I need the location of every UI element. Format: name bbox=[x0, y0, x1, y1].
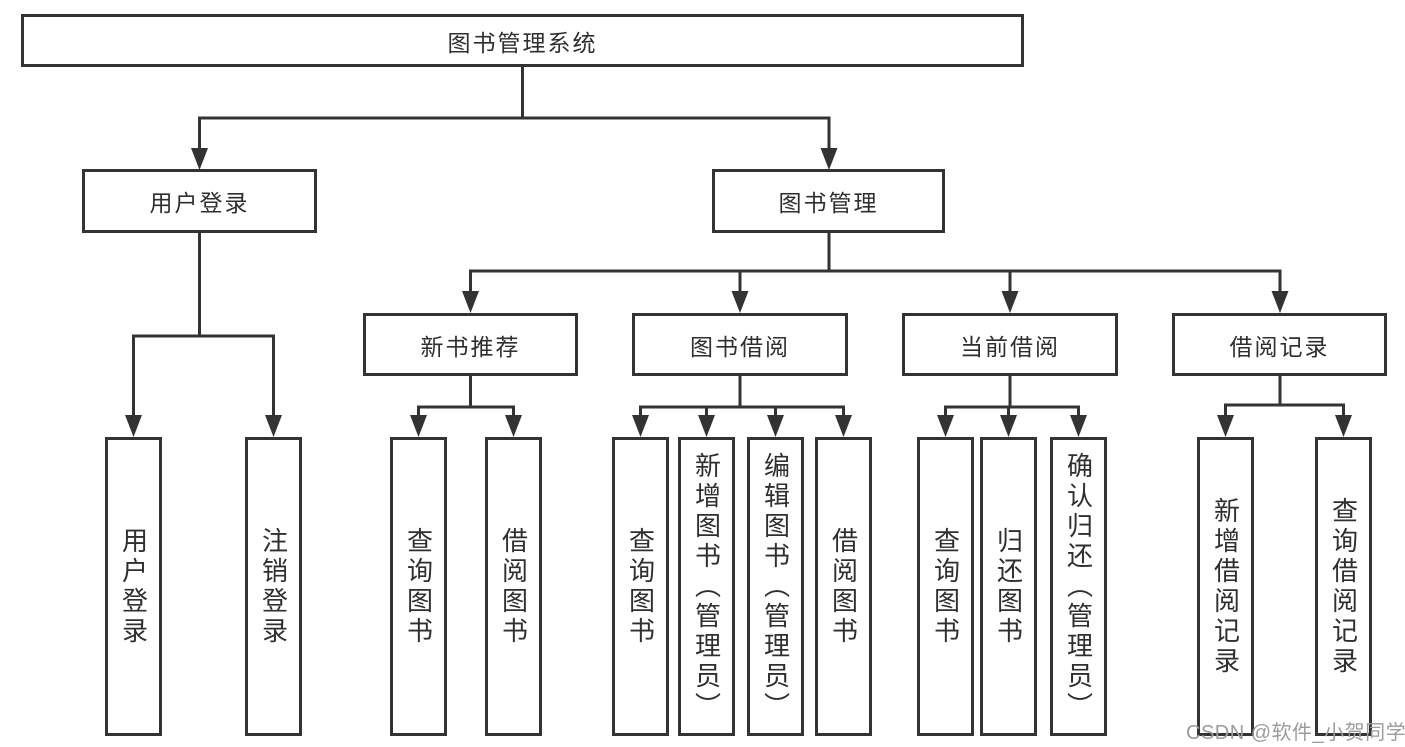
leaf-edit-book-admin: 编辑图书（管理员） bbox=[747, 437, 804, 736]
node-user-login: 用户登录 bbox=[82, 169, 317, 233]
node-current-borrowing: 当前借阅 bbox=[902, 313, 1118, 376]
leaf-add-borrow-record: 新增借阅记录 bbox=[1197, 437, 1254, 736]
node-library-management-system: 图书管理系统 bbox=[21, 14, 1024, 67]
leaf-query-books-2: 查询图书 bbox=[612, 437, 669, 736]
leaf-query-borrow-record: 查询借阅记录 bbox=[1315, 437, 1372, 736]
csdn-watermark: CSDN @软件_小贺同学 bbox=[1186, 722, 1405, 744]
leaf-user-login: 用户登录 bbox=[105, 437, 162, 736]
leaf-logout-login: 注销登录 bbox=[245, 437, 302, 736]
node-book-management: 图书管理 bbox=[712, 169, 945, 233]
leaf-confirm-return-admin: 确认归还（管理员） bbox=[1050, 437, 1107, 736]
leaf-borrow-books-1: 借阅图书 bbox=[485, 437, 542, 736]
node-borrowing-records: 借阅记录 bbox=[1172, 313, 1387, 376]
node-new-book-recommendation: 新书推荐 bbox=[363, 313, 578, 376]
leaf-query-books-1: 查询图书 bbox=[390, 437, 447, 736]
arrowheads bbox=[125, 148, 1352, 437]
leaf-query-books-3: 查询图书 bbox=[917, 437, 974, 736]
node-book-borrowing: 图书借阅 bbox=[632, 313, 848, 376]
leaf-return-books: 归还图书 bbox=[980, 437, 1037, 736]
leaf-add-book-admin: 新增图书（管理员） bbox=[678, 437, 735, 736]
leaf-borrow-books-2: 借阅图书 bbox=[815, 437, 872, 736]
